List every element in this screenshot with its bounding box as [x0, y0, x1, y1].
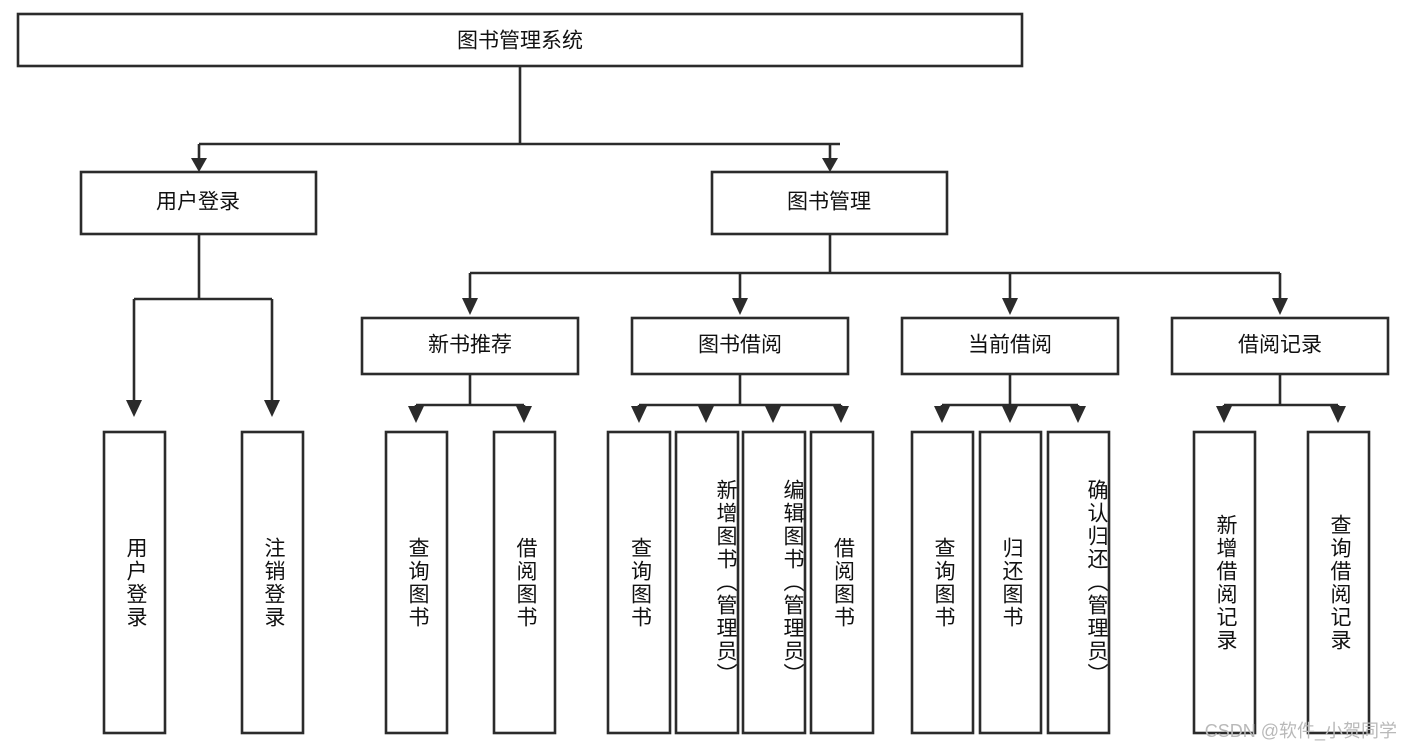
node-borrow-record[interactable]: 借阅记录	[1170, 316, 1390, 376]
current-borrow-box[interactable]	[900, 316, 1120, 376]
node-book-borrow[interactable]: 图书借阅	[630, 316, 850, 376]
arrow-borrow-leaf-1	[631, 406, 647, 423]
leaf-box-user-login[interactable]	[102, 430, 167, 735]
node-new-book-recommend[interactable]: 新书推荐	[360, 316, 580, 376]
arrow-to-new-book-rec	[462, 298, 478, 315]
node-user-login[interactable]: 用户登录	[79, 170, 318, 236]
book-management-label: 图书管理	[787, 191, 871, 214]
arrow-borrow-leaf-3	[765, 406, 781, 423]
root-box[interactable]	[16, 12, 1024, 68]
root-label: 图书管理系统	[457, 30, 583, 53]
leaf-box-add-book-admin[interactable]	[674, 430, 740, 735]
arrow-to-book-borrow	[732, 298, 748, 315]
book-borrow-label: 图书借阅	[698, 334, 782, 357]
node-current-borrow[interactable]: 当前借阅	[900, 316, 1120, 376]
leaf-box-query-book-rec[interactable]	[384, 430, 449, 735]
arrow-current-leaf-1	[934, 406, 950, 423]
arrow-to-user-login-leaf	[126, 400, 142, 417]
leaf-box-edit-book-admin[interactable]	[741, 430, 807, 735]
user-login-box[interactable]	[79, 170, 318, 236]
leaf-box-query-book-current[interactable]	[910, 430, 975, 735]
leaf-box-query-book-borrow[interactable]	[606, 430, 672, 735]
node-root[interactable]: 图书管理系统	[16, 12, 1024, 68]
leaf-box-borrow-book-rec[interactable]	[492, 430, 557, 735]
node-book-management[interactable]: 图书管理	[710, 170, 949, 236]
borrow-record-box[interactable]	[1170, 316, 1390, 376]
arrow-current-leaf-3	[1070, 406, 1086, 423]
arrow-rec-leaf-1	[408, 406, 424, 423]
connectors	[126, 66, 1346, 423]
user-login-label: 用户登录	[156, 191, 240, 214]
leaf-box-query-borrow-record[interactable]	[1306, 430, 1371, 735]
new-book-recommend-label: 新书推荐	[428, 334, 512, 357]
arrow-current-leaf-2	[1002, 406, 1018, 423]
arrow-to-user-login	[191, 158, 207, 172]
watermark-text: CSDN @软件_小贺同学	[1204, 721, 1397, 741]
borrow-record-label: 借阅记录	[1238, 334, 1322, 357]
new-book-recommend-box[interactable]	[360, 316, 580, 376]
arrow-rec-leaf-2	[516, 406, 532, 423]
arrow-record-leaf-1	[1216, 406, 1232, 423]
arrow-record-leaf-2	[1330, 406, 1346, 423]
arrow-borrow-leaf-2	[698, 406, 714, 423]
leaf-box-confirm-return-admin[interactable]	[1046, 430, 1111, 735]
arrow-borrow-leaf-4	[833, 406, 849, 423]
leaf-box-logout[interactable]	[240, 430, 305, 735]
leaf-boxes	[102, 430, 1371, 735]
current-borrow-label: 当前借阅	[968, 334, 1052, 357]
arrow-to-book-mgmt	[822, 158, 838, 172]
arrow-to-logout-leaf	[264, 400, 280, 417]
book-management-box[interactable]	[710, 170, 949, 236]
leaf-box-add-borrow-record[interactable]	[1192, 430, 1257, 735]
arrow-to-borrow-record	[1272, 298, 1288, 315]
arrow-to-current-borrow	[1002, 298, 1018, 315]
leaf-box-return-book[interactable]	[978, 430, 1043, 735]
leaf-box-borrow-book[interactable]	[809, 430, 875, 735]
book-borrow-box[interactable]	[630, 316, 850, 376]
